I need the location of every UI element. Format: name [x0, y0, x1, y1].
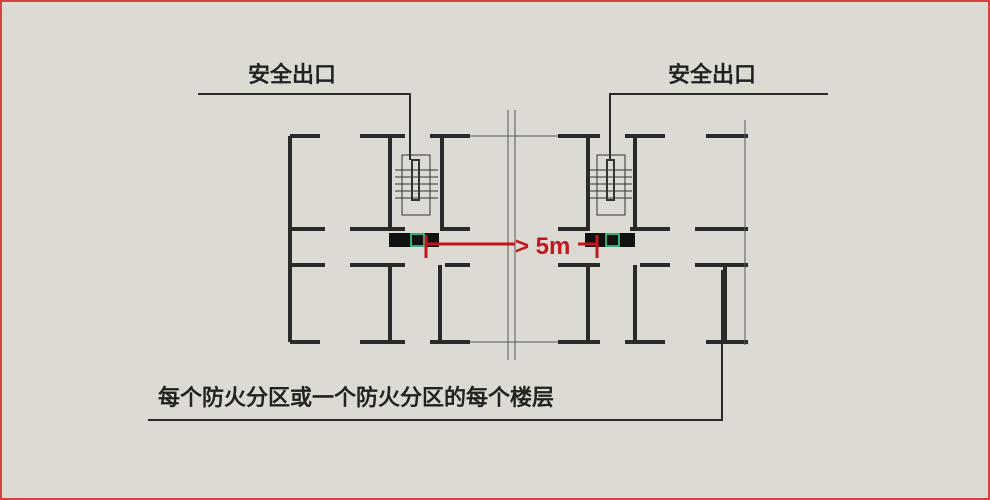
- exit-label-left: 安全出口: [248, 62, 336, 88]
- exit-label-right: 安全出口: [668, 62, 756, 88]
- thin-outlines: [470, 110, 746, 360]
- distance-label: > 5m: [515, 233, 570, 260]
- leader-line-bottom: [148, 270, 723, 421]
- leader-line-left: [198, 93, 411, 160]
- staircase-right: [590, 154, 632, 216]
- leader-line-right: [609, 93, 828, 160]
- distance-marker: [424, 235, 599, 258]
- building-walls: [288, 134, 748, 344]
- staircase-left: [395, 154, 438, 216]
- bottom-caption: 每个防火分区或一个防火分区的每个楼层: [158, 385, 554, 411]
